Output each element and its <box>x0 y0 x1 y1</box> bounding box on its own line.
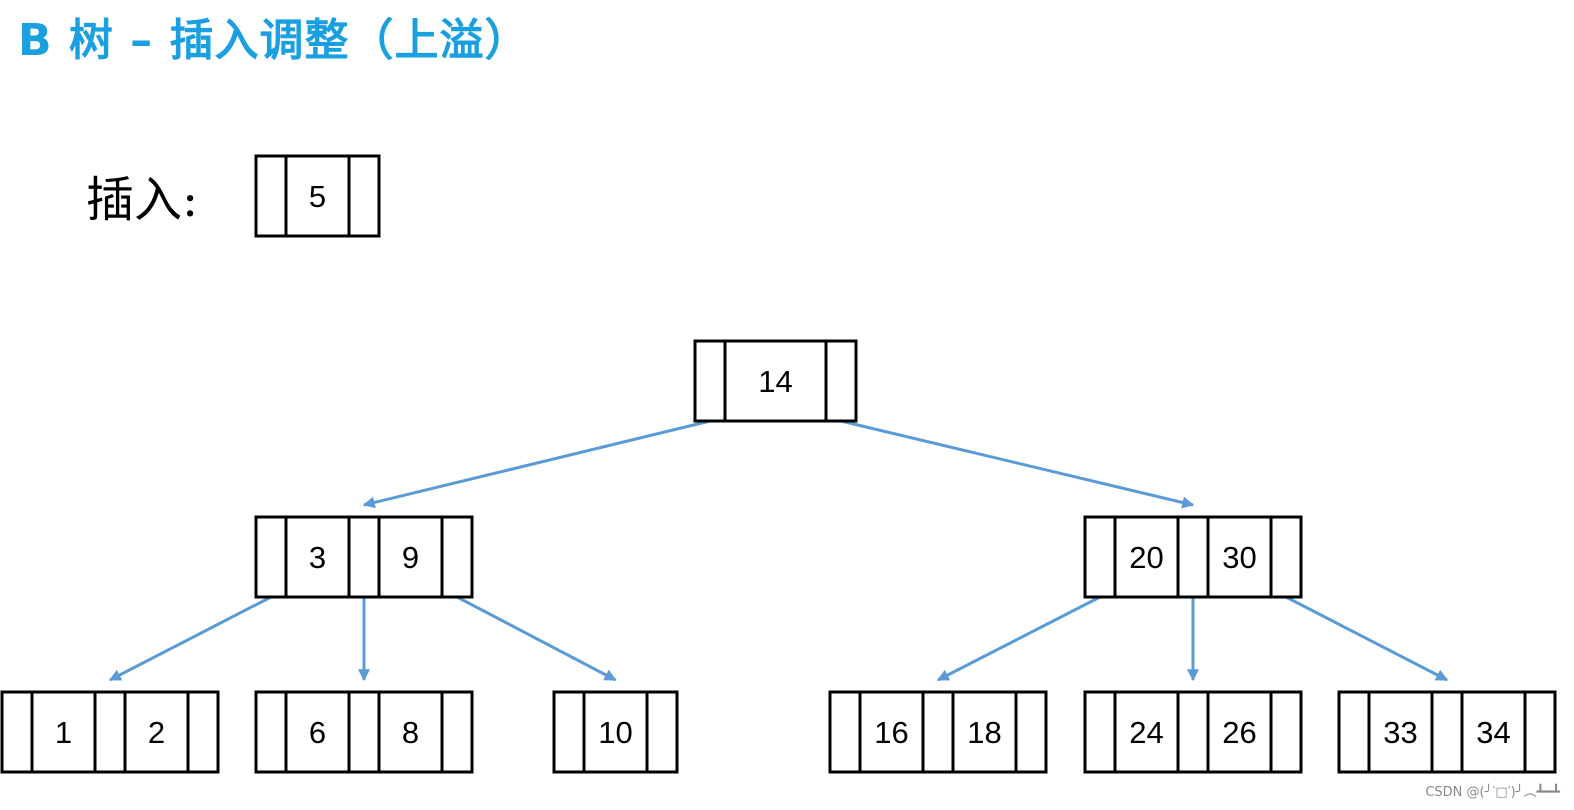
watermark: CSDN @(╯‵□′)╯︵┻━┻ <box>1425 785 1560 800</box>
node-box <box>693 339 858 423</box>
node-box <box>254 154 381 238</box>
insert-node: 5 <box>254 154 381 238</box>
insert-node-group: 5 <box>254 154 381 238</box>
node-key: 6 <box>309 715 326 750</box>
node-key: 14 <box>758 364 792 399</box>
node-box <box>1083 690 1303 774</box>
edge-right-to-leaf-33-34 <box>1285 595 1449 682</box>
node-box <box>1337 690 1557 774</box>
node-key: 10 <box>598 715 632 750</box>
node-box <box>828 690 1048 774</box>
node-key: 18 <box>967 715 1001 750</box>
node-key: 26 <box>1222 715 1256 750</box>
node-key: 33 <box>1383 715 1417 750</box>
node-key: 8 <box>402 715 419 750</box>
node-box <box>254 515 474 599</box>
node-key: 24 <box>1129 715 1163 750</box>
node-key: 34 <box>1476 715 1510 750</box>
tree-node-leaf-24-26: 24 26 <box>1083 690 1303 774</box>
tree-node-leaf-10: 10 <box>552 690 679 774</box>
node-key: 2 <box>148 715 165 750</box>
edge-root-to-left <box>362 419 711 509</box>
page-title: B 树 – 插入调整（上溢） <box>18 15 530 66</box>
node-key: 20 <box>1129 540 1163 575</box>
tree-node-root: 14 <box>693 339 858 423</box>
tree-edges <box>108 419 1449 682</box>
edge-right-to-leaf-16-18 <box>936 595 1101 682</box>
node-key: 30 <box>1222 540 1256 575</box>
node-key: 5 <box>309 179 326 214</box>
edge-root-to-right <box>840 419 1195 509</box>
edge-left-to-leaf-10 <box>456 595 617 682</box>
node-key: 16 <box>874 715 908 750</box>
node-box <box>254 690 474 774</box>
node-key: 3 <box>309 540 326 575</box>
node-box <box>1083 515 1303 599</box>
node-key: 9 <box>402 540 419 575</box>
tree-node-leaf-33-34: 33 34 <box>1337 690 1557 774</box>
node-box <box>0 690 220 774</box>
edge-left-to-leaf-1-2 <box>108 595 272 682</box>
node-key: 1 <box>55 715 72 750</box>
insert-label: 插入: <box>86 172 199 228</box>
node-box <box>552 690 679 774</box>
